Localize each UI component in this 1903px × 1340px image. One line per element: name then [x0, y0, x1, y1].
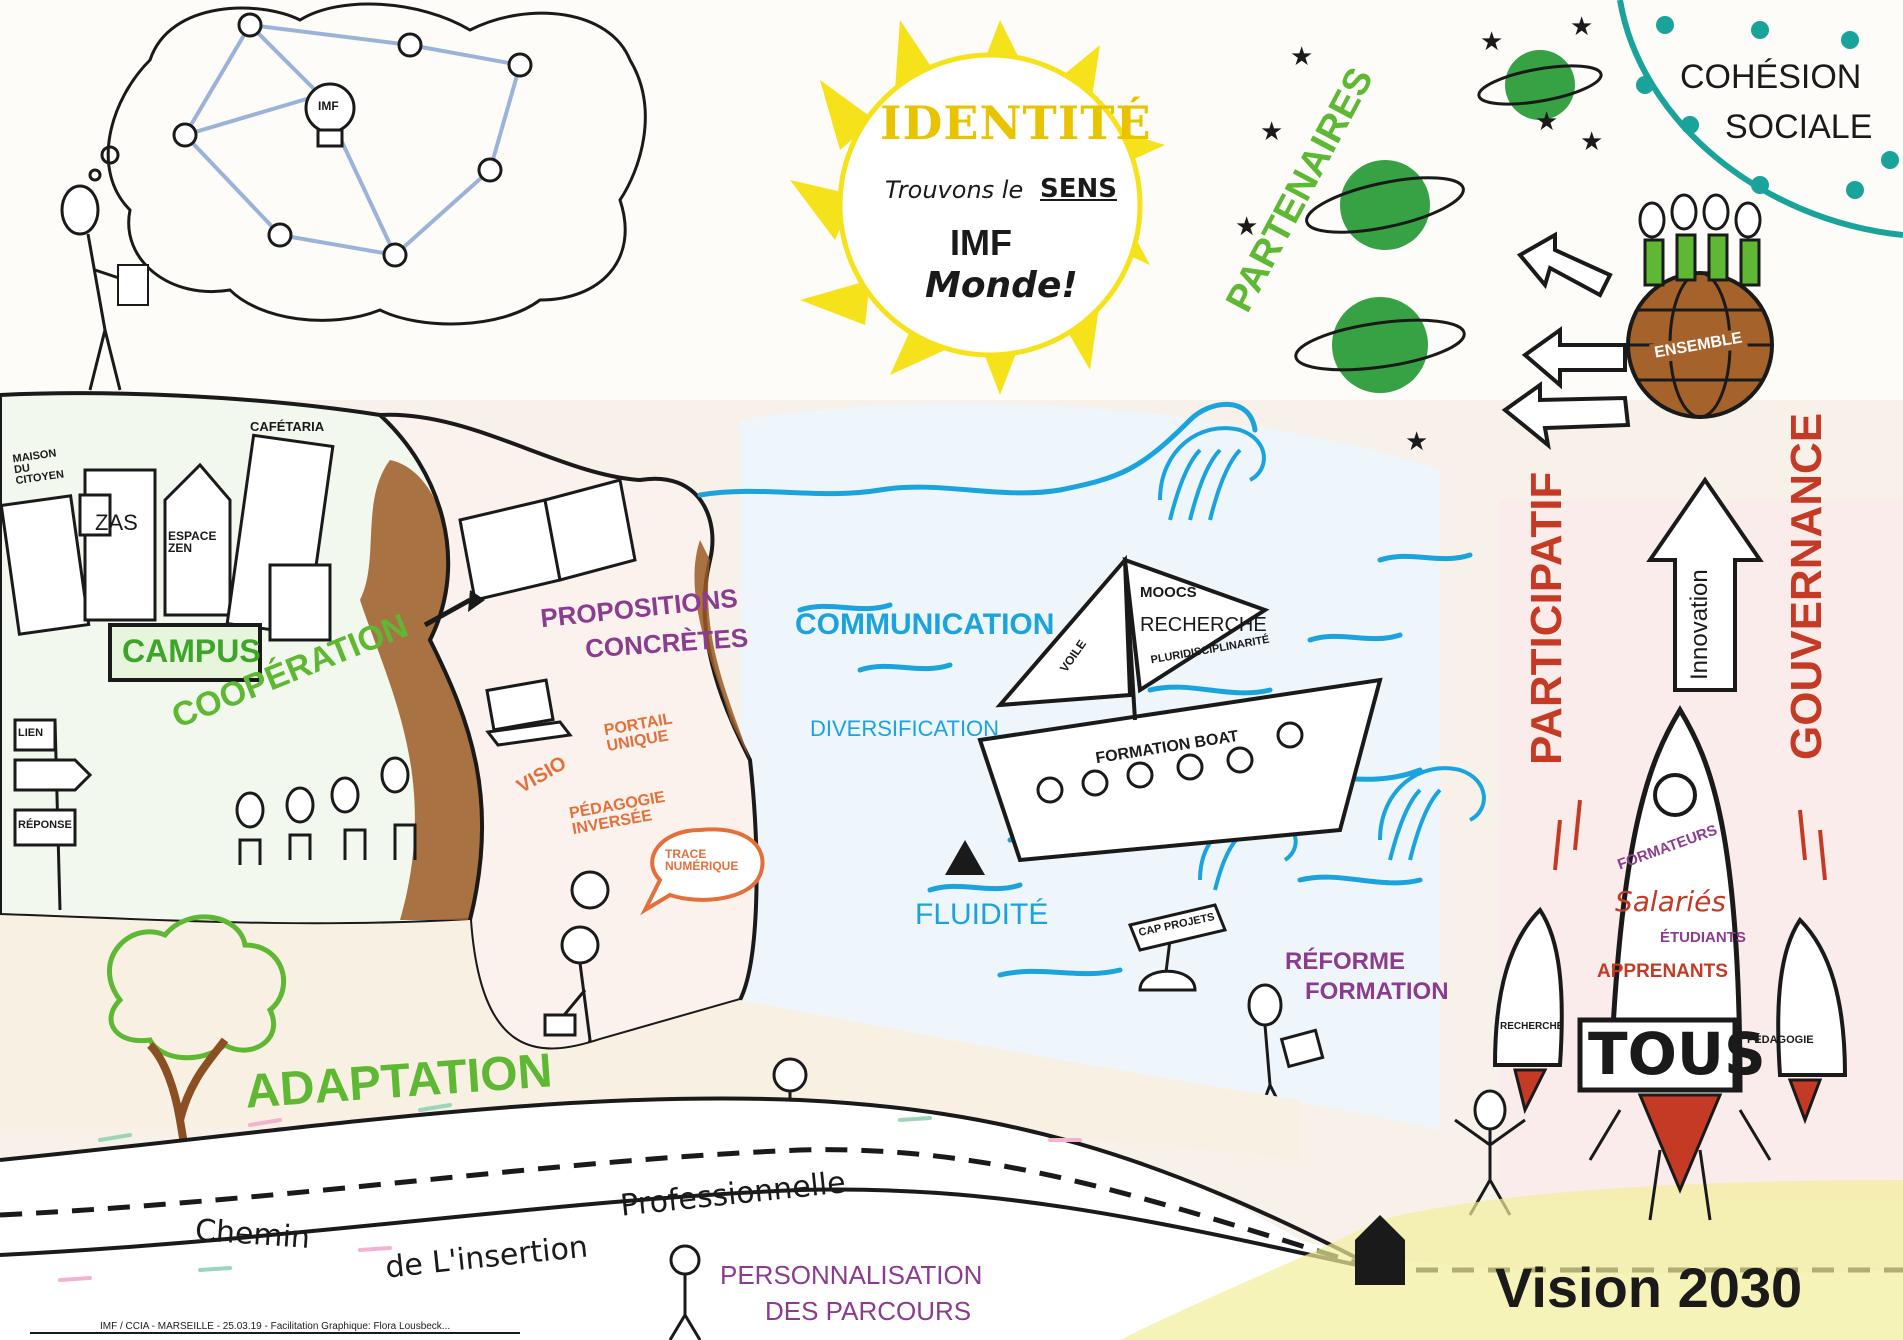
signpost-bottom: RÉPONSE [18, 819, 72, 831]
signpost-icon [13, 718, 93, 911]
svg-text:★: ★ [1570, 12, 1593, 42]
cliff-brown [360, 460, 483, 920]
open-book-icon [458, 478, 637, 602]
thought-dot [88, 168, 102, 182]
rocket-left-booster: RECHERCHE [1500, 1021, 1564, 1032]
cooperation-bars [238, 823, 417, 865]
cohesion-line-1: COHÉSION [1680, 58, 1862, 96]
sun-subtitle-2: SENS [1040, 174, 1117, 204]
rocket-icon [1492, 705, 1848, 1221]
lightbulb-base [316, 128, 344, 148]
road-word-1: Chemin [193, 1213, 312, 1256]
cohesion-line-2: SOCIALE [1725, 108, 1873, 146]
building-zas: ZAS [95, 510, 138, 535]
sun-subtitle-1: Trouvons le [885, 176, 1024, 204]
svg-text:★: ★ [1580, 127, 1603, 157]
rocket-base: TOUS [1588, 1020, 1766, 1088]
proposition-trace: TRACE NUMÉRIQUE [665, 847, 739, 873]
thought-dot [100, 145, 120, 165]
speed-lines [1553, 799, 1827, 881]
fluidite-label: FLUIDITÉ [915, 898, 1049, 931]
gouvernance-label: GOUVERNANCE [1782, 412, 1831, 760]
diversification-label: DIVERSIFICATION [810, 716, 1000, 741]
road-pastel-marks [58, 1103, 1082, 1282]
thinking-person-icon [60, 184, 149, 391]
curling-wave-2 [1378, 766, 1486, 861]
hands-icon [1638, 193, 1762, 239]
communication-label: COMMUNICATION [795, 608, 1055, 641]
cohesion-dots [1636, 16, 1899, 199]
tree-icon [106, 914, 287, 1154]
stars: ★ ★ ★ ★ ★ ★ ★ ★ [1235, 12, 1603, 457]
identite-title: IDENTITÉ [880, 96, 1152, 150]
signpost-top: LIEN [18, 727, 44, 739]
innovation-arrow-icon [1646, 476, 1764, 692]
portholes [1036, 721, 1304, 804]
cooperation-people-icon [235, 756, 410, 829]
rocket-apprenants: APPRENANTS [1597, 961, 1728, 982]
curling-wave-1 [1158, 426, 1266, 521]
road-center-dashes [0, 1147, 1381, 1273]
personnalisation-line-2: DES PARCOURS [765, 1296, 972, 1326]
boat-recherche: RECHERCHE [1140, 614, 1267, 636]
svg-text:★: ★ [1480, 27, 1503, 57]
building-cafetaria: CAFÉTARIA [250, 419, 325, 434]
campus-sign-box [108, 623, 262, 682]
svg-text:★: ★ [1260, 117, 1283, 147]
participatif-label: PARTICIPATIF [1522, 471, 1571, 765]
arrowhead [468, 590, 485, 612]
svg-text:★: ★ [1290, 42, 1313, 72]
network-nodes [172, 12, 533, 268]
campus-buildings [0, 433, 335, 642]
rocket-right-booster: PÉDAGOGIE [1747, 1034, 1814, 1046]
vision-field [1120, 1180, 1903, 1340]
svg-text:★: ★ [1405, 427, 1428, 457]
road-edge-bottom [0, 1187, 1381, 1272]
cohesion-arc [1617, 0, 1903, 238]
svg-text:★: ★ [1235, 212, 1258, 242]
laptop-icon [485, 678, 573, 747]
rocket-etudiants: ÉTUDIANTS [1660, 929, 1746, 946]
personnalisation-line-1: PERSONNALISATION [720, 1260, 983, 1290]
lower-land [0, 915, 1300, 1160]
network-lines [183, 23, 522, 257]
footer-credit: IMF / CCIA - MARSEILLE - 25.03.19 - Faci… [100, 1321, 451, 1332]
shark-fin-icon [945, 840, 985, 875]
boat-moocs: MOOCS [1140, 584, 1197, 601]
reforme-line-2: FORMATION [1305, 978, 1449, 1005]
campus-label: CAMPUS [122, 633, 261, 669]
rocket-salaries: Salariés [1615, 885, 1726, 918]
road-edge-top [0, 1096, 1381, 1272]
buoy-icon [1127, 903, 1228, 992]
sun-line-2: Monde! [925, 265, 1078, 306]
cheering-person-icon [1454, 1089, 1526, 1216]
raised-arms [1643, 233, 1761, 287]
arrow-left-icons [1501, 231, 1631, 450]
planet-1 [1305, 160, 1465, 250]
innovation-label: Innovation [1686, 569, 1713, 680]
building-zen: ESPACE ZEN [168, 529, 217, 555]
reforme-line-1: RÉFORME [1285, 948, 1405, 975]
bulb-label: IMF [318, 99, 339, 113]
road-end-marker [1355, 1215, 1405, 1285]
cooperation-arrow [423, 597, 472, 628]
planet-3 [1477, 50, 1603, 120]
sun-line-1: IMF [950, 222, 1012, 263]
planet-2 [1294, 297, 1466, 393]
thought-cloud [106, 2, 647, 326]
vision-label: Vision 2030 [1495, 1256, 1803, 1319]
speech-bubble [640, 827, 765, 916]
sun [790, 20, 1165, 395]
road-person-icon [668, 1244, 702, 1340]
svg-text:★: ★ [1535, 107, 1558, 137]
cliff-brown-2 [694, 540, 750, 760]
